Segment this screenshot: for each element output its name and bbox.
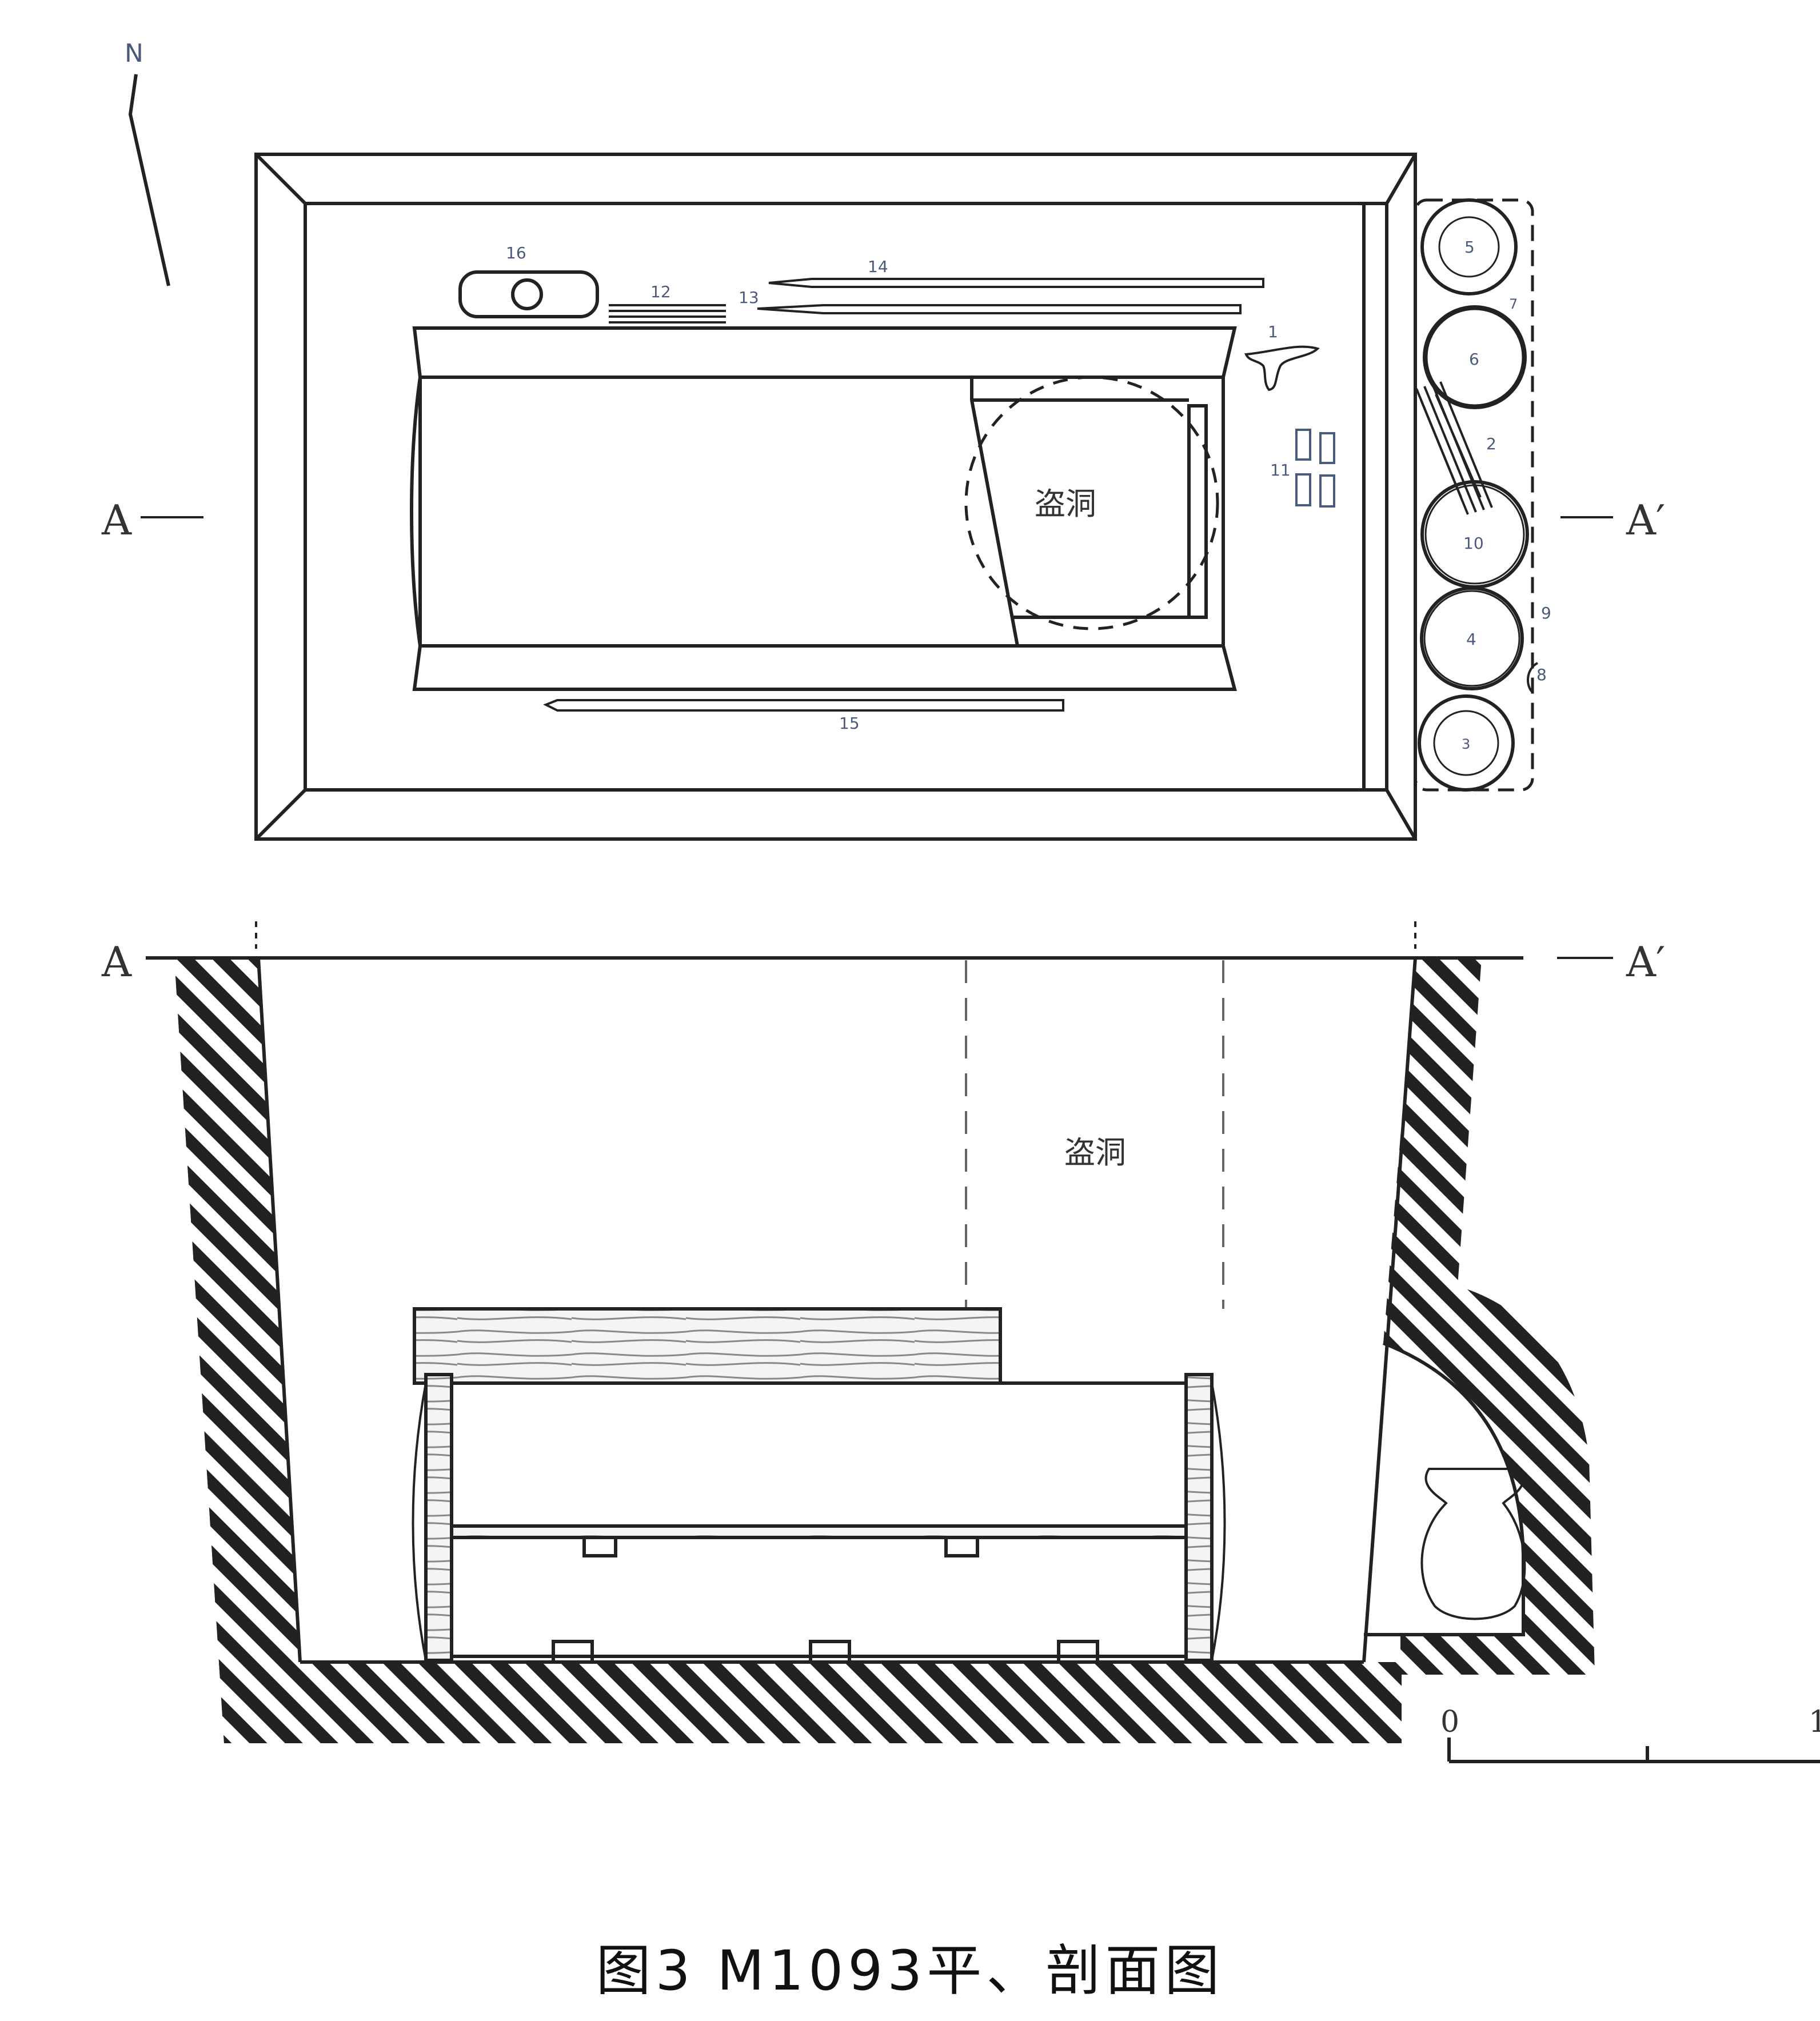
label-7: 7 [1509,296,1518,312]
label-8: 8 [1536,665,1547,684]
label-15: 15 [839,714,860,733]
label-11: 11 [1270,461,1291,480]
artifact-13 [757,304,1242,314]
label-12: 12 [650,282,671,301]
artifact-1 [1244,345,1320,392]
side-niche [1414,198,1534,792]
scale-start: 0 [1440,1705,1459,1739]
label-1: 1 [1268,322,1278,341]
label-6: 6 [1469,350,1479,369]
urn [1420,1468,1526,1620]
coffin-end-right [1184,1373,1214,1662]
earth-bottom [224,1662,1402,1743]
scale-bar [1447,1738,1820,1763]
artifact-16 [458,270,599,318]
artifact-2 [1415,381,1493,515]
label-2: 2 [1486,434,1496,453]
figure-caption: 图3 M1093平、剖面图 [596,1939,1224,2003]
coffin-end-left [424,1373,453,1662]
coffin-floor-board [450,1524,1188,1539]
artifact-11 [1295,429,1335,508]
looting-hole-label-section: 盗洞 [1064,1135,1126,1171]
label-9: 9 [1541,604,1551,622]
pit-outer [254,153,1417,841]
artifact-14 [768,278,1264,288]
label-16: 16 [506,243,526,262]
inner-coffin [410,376,1020,648]
artifact-12 [609,304,726,323]
jar-3 [1418,694,1515,792]
jar-6 [1423,305,1527,409]
looting-hole-label-plan: 盗洞 [1035,486,1096,522]
label-4: 4 [1466,630,1476,649]
artifact-15 [543,699,1064,712]
coffin-lid [413,1307,1002,1385]
label-5: 5 [1464,238,1475,257]
north-arrow: N [125,39,170,286]
plan-view [141,153,1613,841]
label-14: 14 [868,257,888,276]
jar-5 [1420,198,1518,295]
looting-hole-outline [964,376,1219,630]
north-label: N [125,39,143,68]
artifact-8 [1526,662,1539,694]
earth-right [1383,958,1595,1675]
label-10: 10 [1463,534,1484,553]
label-3: 3 [1462,736,1470,752]
section-label-left-section: A [101,938,132,986]
section-view [146,921,1613,1743]
side-niche-section [1364,1341,1525,1636]
section-label-left-plan: A [101,496,132,544]
scale-end: 1 [1809,1705,1820,1739]
label-13: 13 [739,288,759,307]
outer-coffin [412,326,1237,691]
section-label-right-plan: A′ [1626,496,1665,544]
east-niche-wall [1362,202,1388,792]
section-label-right-section: A′ [1626,938,1665,986]
jar-4 [1420,586,1524,690]
coffin-body [449,1381,1190,1658]
